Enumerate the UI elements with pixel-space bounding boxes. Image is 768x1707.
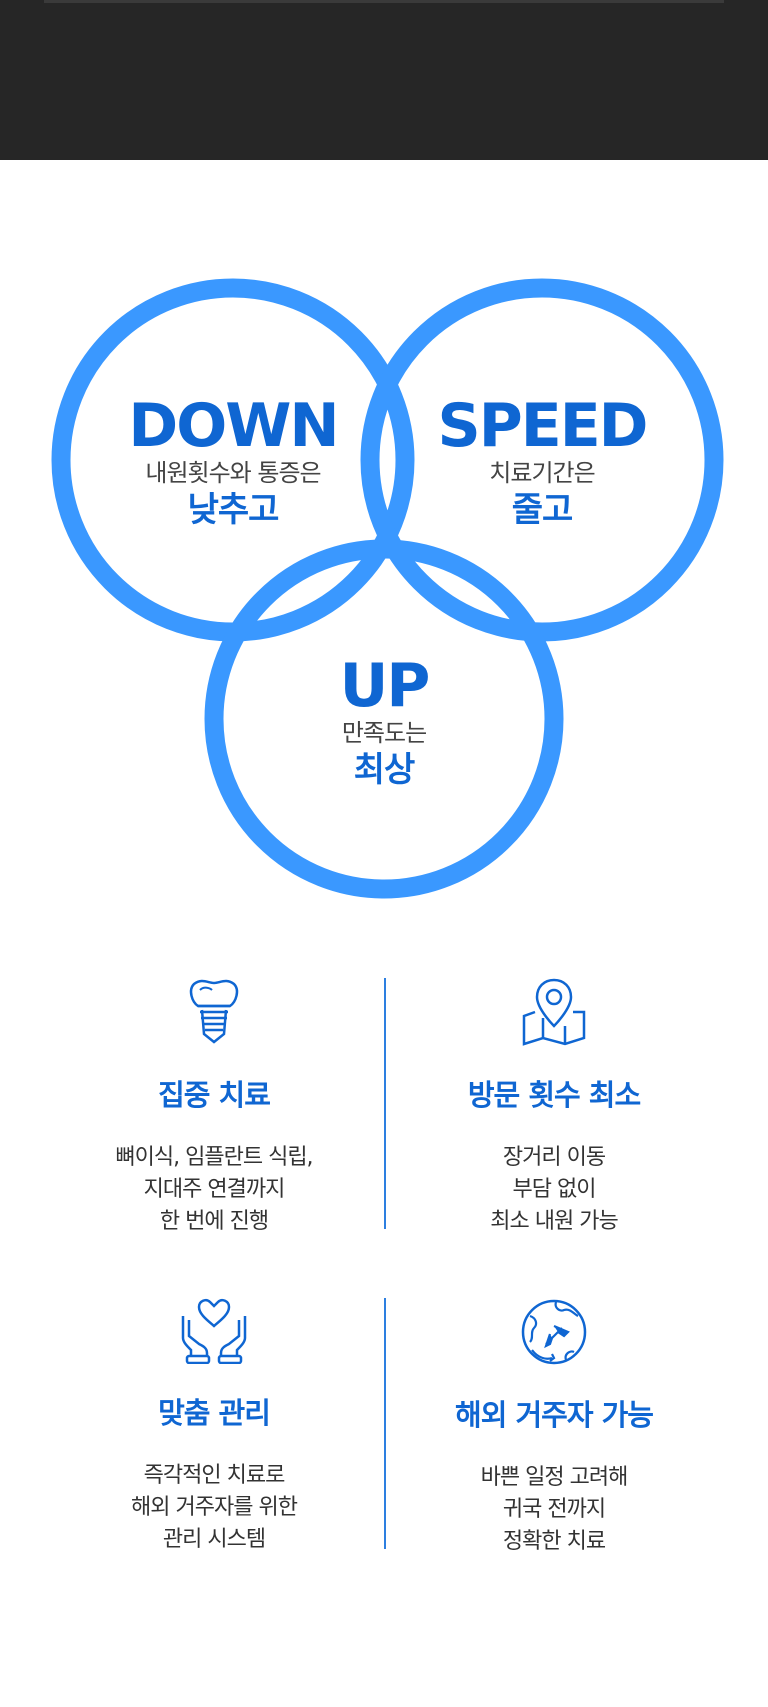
banner-edge (44, 0, 724, 3)
feature-line: 즉각적인 치료로 (143, 1463, 286, 1488)
feature-line: 바쁜 일정 고려해 (480, 1465, 629, 1490)
circle-speed-heading: SPEED (437, 391, 649, 461)
circle-speed-sub: 치료기간은 (489, 459, 595, 487)
feature-description: 즉각적인 치료로 해외 거주자를 위한 관리 시스템 (49, 1460, 379, 1556)
hands-heart-icon (181, 1298, 247, 1364)
circle-down-sub: 내원횟수와 통증은 (145, 459, 321, 487)
circle-up-sub: 만족도는 (341, 719, 427, 747)
feature-line: 해외 거주자를 위한 (131, 1495, 298, 1520)
divider-top (384, 978, 386, 1229)
tooth-implant-icon (189, 979, 239, 1044)
feature-description: 장거리 이동 부담 없이 최소 내원 가능 (389, 1142, 719, 1238)
venn-circles: DOWN 내원횟수와 통증은 낮추고 SPEED 치료기간은 줄고 UP 만족도… (0, 250, 768, 930)
feature-title: 집중 치료 (158, 1078, 271, 1112)
feature-custom-care: 맞춤 관리 즉각적인 치료로 해외 거주자를 위한 관리 시스템 (49, 1298, 379, 1556)
circle-up-text: UP 만족도는 최상 (254, 655, 514, 791)
feature-title: 맞춤 관리 (158, 1396, 271, 1430)
globe-plane-icon (521, 1299, 587, 1365)
feature-title: 해외 거주자 가능 (455, 1398, 654, 1432)
feature-line: 정확한 치료 (502, 1529, 606, 1554)
feature-description: 바쁜 일정 고려해 귀국 전까지 정확한 치료 (389, 1462, 719, 1558)
feature-line: 관리 시스템 (162, 1527, 266, 1552)
feature-line: 지대주 연결까지 (143, 1177, 286, 1202)
feature-line: 부담 없이 (512, 1177, 597, 1202)
circle-up-heading: UP (339, 651, 431, 721)
feature-line: 뼈이식, 임플란트 식립, (115, 1145, 313, 1170)
circle-up-strong: 최상 (353, 750, 416, 790)
venn-rings (51, 278, 724, 899)
circle-speed-strong: 줄고 (511, 490, 574, 530)
feature-intensive-treatment: 집중 치료 뼈이식, 임플란트 식립, 지대주 연결까지 한 번에 진행 (49, 978, 379, 1238)
feature-line: 한 번에 진행 (159, 1209, 269, 1234)
feature-line: 장거리 이동 (502, 1145, 606, 1170)
circle-down-text: DOWN 내원횟수와 통증은 낮추고 (103, 395, 363, 531)
feature-minimal-visits: 방문 횟수 최소 장거리 이동 부담 없이 최소 내원 가능 (389, 978, 719, 1238)
ring-speed (360, 278, 724, 642)
feature-overseas-residents: 해외 거주자 가능 바쁜 일정 고려해 귀국 전까지 정확한 치료 (389, 1298, 719, 1558)
feature-line: 귀국 전까지 (502, 1497, 606, 1522)
circle-down-heading: DOWN (128, 391, 339, 461)
circle-down-strong: 낮추고 (187, 490, 280, 530)
feature-title: 방문 횟수 최소 (467, 1078, 641, 1112)
map-pin-icon (522, 978, 586, 1046)
circle-speed-text: SPEED 치료기간은 줄고 (412, 395, 672, 531)
ring-up (204, 539, 564, 899)
top-dark-banner (0, 0, 768, 160)
feature-line: 최소 내원 가능 (490, 1209, 618, 1234)
feature-description: 뼈이식, 임플란트 식립, 지대주 연결까지 한 번에 진행 (49, 1142, 379, 1238)
divider-bottom (384, 1298, 386, 1549)
